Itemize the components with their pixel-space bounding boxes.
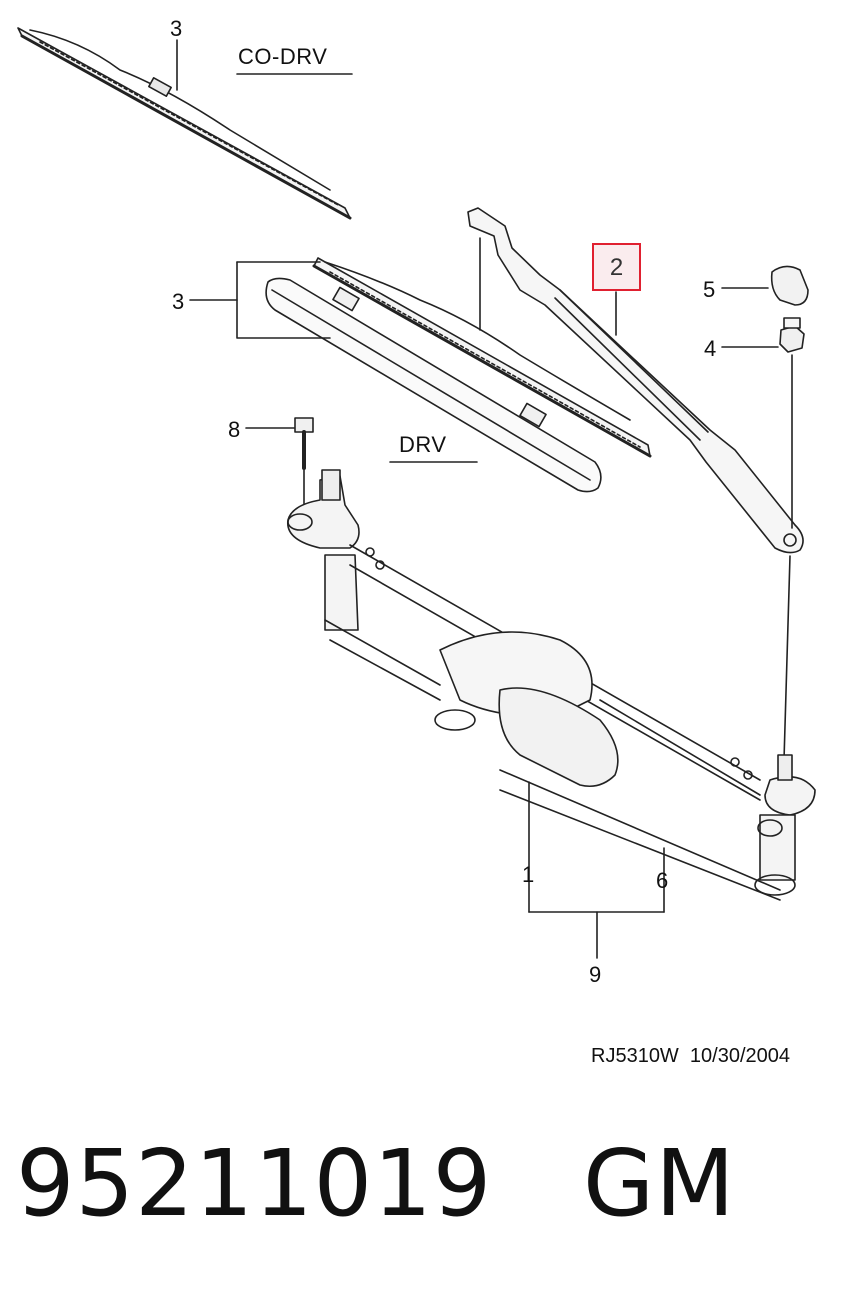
bracket-c3-left (236, 261, 331, 339)
section-co-drv: CO-DRV (238, 44, 328, 69)
part-number: 95211019 (16, 1130, 493, 1237)
wiper-blade-drv (312, 257, 652, 458)
callout-4[interactable]: 4 (704, 336, 717, 361)
callout-5[interactable]: 5 (703, 277, 716, 302)
nut-part-4 (779, 317, 805, 353)
cap-part-5 (770, 265, 809, 306)
part-number-footer: 95211019 GM (16, 1138, 736, 1230)
blade-spoiler (265, 277, 602, 493)
wiper-blade-co-drv (17, 27, 352, 220)
section-drv: DRV (399, 432, 447, 457)
callout-1[interactable]: 1 (522, 862, 535, 887)
callout-8[interactable]: 8 (228, 417, 241, 442)
linkage-assembly (287, 469, 816, 901)
callout-3-left[interactable]: 3 (172, 289, 185, 314)
brand-name: GM (583, 1130, 736, 1237)
callout-2-label: 2 (609, 254, 624, 281)
wiper-arm (467, 207, 804, 554)
leader-arm-pivot (783, 555, 791, 761)
callout-9[interactable]: 9 (589, 962, 602, 987)
callout-3-top[interactable]: 3 (170, 16, 183, 41)
drawing-code: RJ5310W 10/30/2004 (591, 1045, 791, 1067)
bolt-part-8 (294, 417, 314, 470)
highlighted-callout-2[interactable]: 2 (592, 243, 641, 291)
callout-6[interactable]: 6 (656, 868, 669, 893)
